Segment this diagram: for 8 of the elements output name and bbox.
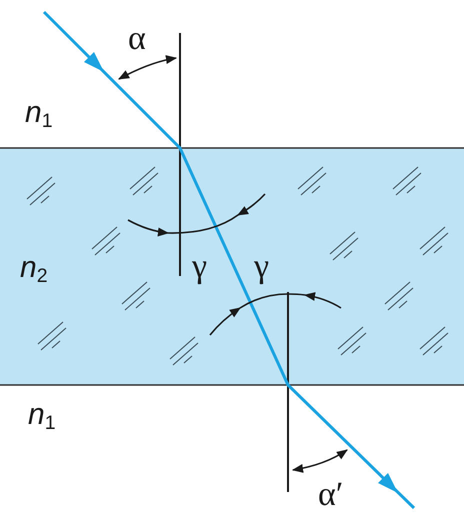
angle-label: α — [128, 22, 146, 56]
refractive-index-label: n$_{1}$ — [28, 400, 56, 434]
angle-label: α′ — [318, 478, 344, 512]
refractive-index-label: n$_{2}$ — [20, 253, 48, 286]
angle-label: γ — [192, 250, 208, 284]
angle-label: γ — [254, 250, 270, 284]
refractive-index-label: n$_{1}$ — [25, 98, 53, 132]
glass-slab — [0, 148, 464, 385]
